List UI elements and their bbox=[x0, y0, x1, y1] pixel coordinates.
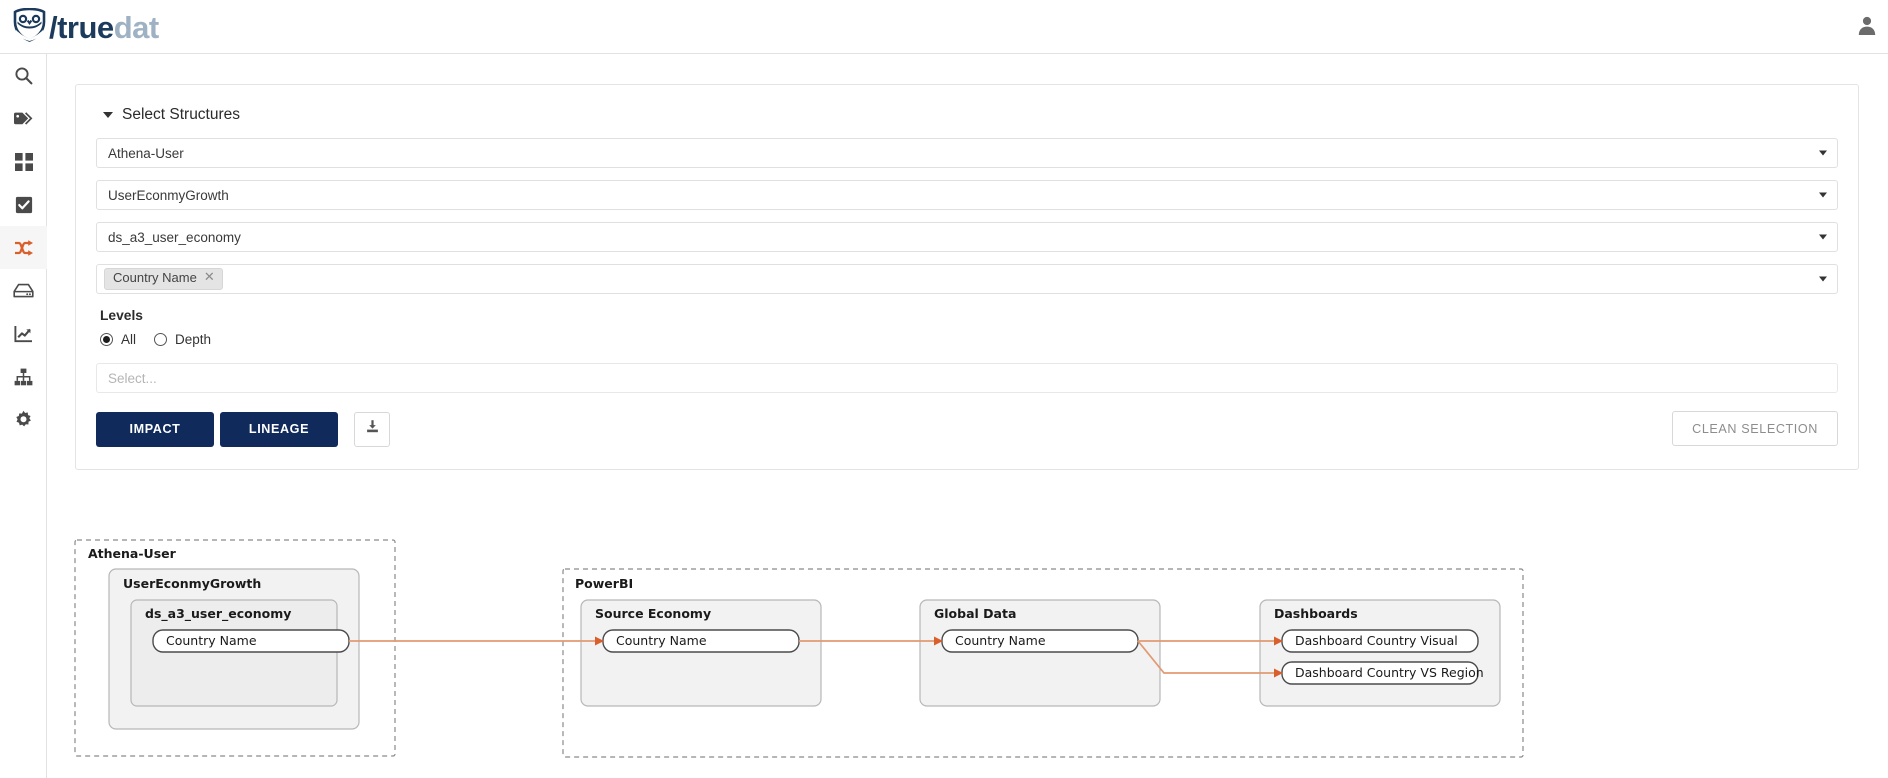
chip-label: Country Name bbox=[113, 270, 197, 286]
sidebar-item-lineage[interactable] bbox=[0, 226, 47, 269]
group-select[interactable]: UserEconmyGrowth bbox=[96, 180, 1838, 210]
sidebar bbox=[0, 54, 47, 778]
lineage-edges bbox=[349, 640, 1274, 674]
owl-logo-icon bbox=[12, 7, 48, 47]
sidebar-item-quality[interactable] bbox=[0, 183, 47, 226]
chevron-down-icon[interactable] bbox=[1819, 234, 1827, 240]
radio-all-label: All bbox=[121, 332, 137, 347]
sidebar-item-metrics[interactable] bbox=[0, 312, 47, 355]
logo-wordmark: /truedat bbox=[49, 12, 159, 43]
sidebar-item-tags[interactable] bbox=[0, 97, 47, 140]
checkbox-icon bbox=[15, 196, 33, 214]
edge-global-data-to-dashboard-vs-region bbox=[1137, 640, 1274, 674]
chevron-down-icon[interactable] bbox=[1819, 150, 1827, 156]
radio-depth-dot[interactable] bbox=[154, 333, 168, 346]
select-structures-panel: Select Structures Athena-User UserEconmy… bbox=[75, 84, 1859, 470]
panel-title-text: Select Structures bbox=[122, 106, 241, 123]
action-button-row: IMPACT LINEAGE CLEAN SELECTION bbox=[96, 411, 1838, 447]
grid-icon bbox=[14, 152, 33, 171]
gear-icon bbox=[14, 410, 33, 429]
clean-selection-button[interactable]: CLEAN SELECTION bbox=[1672, 411, 1838, 446]
sidebar-item-settings[interactable] bbox=[0, 398, 47, 441]
radio-all[interactable]: All bbox=[100, 332, 136, 347]
arrowhead-dashboard-visual bbox=[1274, 636, 1283, 646]
field-node-dashboard-country-vs-region-label: Dashboard Country VS Region bbox=[1295, 665, 1484, 680]
depth-select-input[interactable]: Select... bbox=[96, 363, 1838, 393]
system-select-value: Athena-User bbox=[108, 145, 184, 161]
dashboards-label: Dashboards bbox=[1274, 606, 1358, 621]
structure-select[interactable]: ds_a3_user_economy bbox=[96, 222, 1838, 252]
sidebar-item-domains[interactable] bbox=[0, 140, 47, 183]
arrowhead-source-economy bbox=[595, 636, 604, 646]
arrowhead-global-data bbox=[934, 636, 943, 646]
levels-radio-group: All Depth bbox=[100, 332, 1838, 347]
radio-depth[interactable]: Depth bbox=[154, 332, 211, 347]
system-select[interactable]: Athena-User bbox=[96, 138, 1838, 168]
lineage-arrowheads bbox=[595, 636, 1283, 678]
arrowhead-dashboard-vs-region bbox=[1274, 668, 1283, 678]
download-button[interactable] bbox=[354, 411, 390, 447]
sidebar-item-search[interactable] bbox=[0, 54, 47, 97]
selected-field-chip[interactable]: Country Name ✕ bbox=[104, 268, 223, 290]
download-icon bbox=[365, 419, 380, 439]
lineage-button[interactable]: LINEAGE bbox=[220, 411, 338, 447]
close-icon[interactable]: ✕ bbox=[203, 270, 215, 286]
main-content: Select Structures Athena-User UserEconmy… bbox=[47, 54, 1888, 778]
tags-icon bbox=[13, 110, 34, 127]
ds-a3-user-economy-label: ds_a3_user_economy bbox=[145, 606, 291, 622]
database-icon bbox=[13, 283, 34, 298]
field-node-dashboard-country-visual-label: Dashboard Country Visual bbox=[1295, 633, 1458, 648]
sidebar-item-data-dictionary[interactable] bbox=[0, 269, 47, 312]
structure-select-value: ds_a3_user_economy bbox=[108, 229, 241, 245]
levels-label: Levels bbox=[100, 308, 143, 323]
sitemap-icon bbox=[14, 368, 33, 386]
field-node-country-name-source-label: Country Name bbox=[166, 633, 257, 648]
field-node-country-name-global-data-label: Country Name bbox=[955, 633, 1046, 648]
ds-a3-user-economy-box bbox=[130, 599, 338, 707]
panel-header[interactable]: Select Structures bbox=[103, 106, 1838, 124]
athena-user-group-label: Athena-User bbox=[88, 546, 177, 561]
athena-user-group: Athena-User UserEconmyGrowth ds_a3_user_… bbox=[74, 539, 396, 757]
source-economy-label: Source Economy bbox=[595, 606, 711, 621]
chevron-down-icon[interactable] bbox=[1819, 192, 1827, 198]
chevron-down-icon[interactable] bbox=[1819, 276, 1827, 282]
group-select-value: UserEconmyGrowth bbox=[108, 187, 229, 203]
radio-depth-label: Depth bbox=[175, 332, 212, 347]
depth-select-placeholder: Select... bbox=[108, 370, 157, 386]
powerbi-group: PowerBI Source Economy Country Name Glob… bbox=[562, 568, 1524, 758]
source-economy-box bbox=[580, 599, 822, 707]
user-icon[interactable] bbox=[1856, 14, 1878, 36]
impact-button[interactable]: IMPACT bbox=[96, 411, 214, 447]
global-data-box bbox=[919, 599, 1161, 707]
shuffle-icon bbox=[14, 239, 34, 257]
user-economy-growth-label: UserEconmyGrowth bbox=[123, 576, 261, 591]
search-icon bbox=[14, 66, 33, 85]
radio-all-dot[interactable] bbox=[100, 333, 113, 346]
field-node-country-name-source-economy-label: Country Name bbox=[616, 633, 707, 648]
chart-icon bbox=[14, 325, 33, 343]
logo-wordmark-light: dat bbox=[113, 9, 160, 45]
sidebar-item-structures[interactable] bbox=[0, 355, 47, 398]
caret-down-icon[interactable] bbox=[103, 112, 113, 118]
global-data-label: Global Data bbox=[934, 606, 1016, 621]
powerbi-group-label: PowerBI bbox=[575, 576, 633, 591]
fields-multiselect[interactable]: Country Name ✕ bbox=[96, 264, 1838, 294]
lineage-graph[interactable]: Athena-User UserEconmyGrowth ds_a3_user_… bbox=[47, 532, 1888, 778]
app-logo[interactable]: /truedat bbox=[12, 4, 159, 50]
logo-wordmark-dark: /true bbox=[49, 9, 114, 45]
top-bar: /truedat bbox=[0, 0, 1888, 54]
